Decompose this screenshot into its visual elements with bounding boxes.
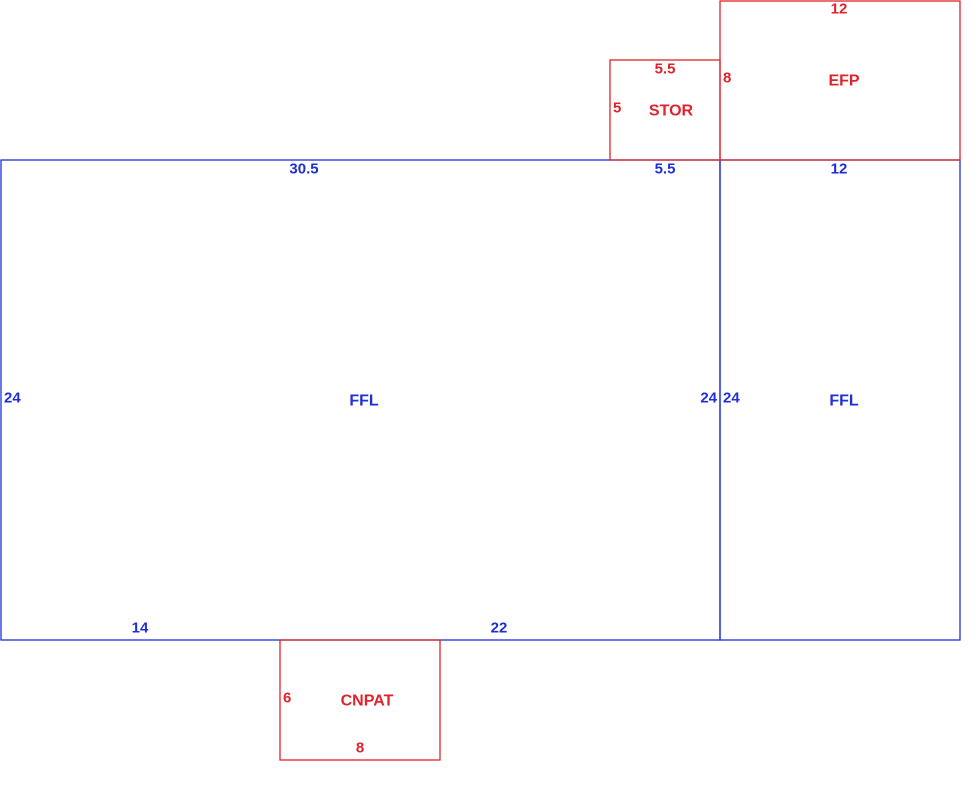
stor-code: STOR	[649, 103, 694, 120]
cnpat-outline	[279, 639, 441, 761]
efp-left-dim: 8	[723, 70, 731, 87]
ffl-main-top-dim-1: 30.5	[289, 161, 318, 178]
cnpat-code: CNPAT	[341, 693, 394, 710]
ffl-main-right-dim: 24	[700, 390, 717, 407]
ffl-east-top-dim: 12	[831, 161, 848, 178]
cnpat-bottom-dim: 8	[356, 740, 364, 757]
efp-top-dim: 12	[831, 1, 848, 18]
ffl-main-left-dim: 24	[4, 390, 21, 407]
ffl-main-code: FFL	[349, 393, 379, 410]
ffl-east-left-dim: 24	[723, 390, 740, 407]
ffl-main-bottom-dim-1: 14	[132, 620, 149, 637]
efp-code: EFP	[828, 73, 859, 90]
stor-outline	[609, 59, 721, 161]
ffl-main-bottom-dim-2: 22	[491, 620, 508, 637]
stor-top-dim: 5.5	[655, 61, 676, 78]
stor-left-dim: 5	[613, 100, 621, 117]
cnpat-left-dim: 6	[283, 690, 291, 707]
ffl-east-code: FFL	[829, 393, 859, 410]
ffl-main-top-dim-2: 5.5	[655, 161, 676, 178]
